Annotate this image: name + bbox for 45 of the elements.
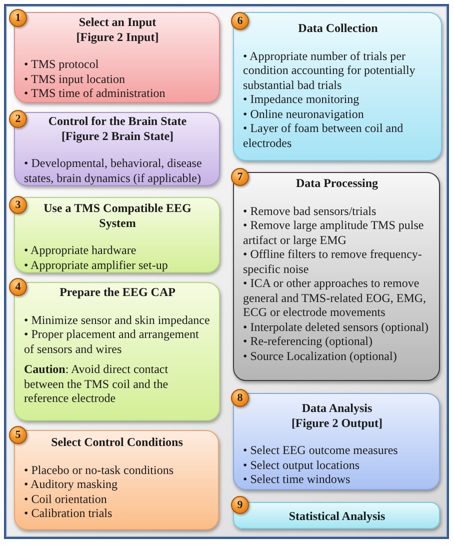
bullet-item: • Placebo or no-task conditions: [24, 462, 175, 477]
bullet-item: • Layer of foam between coil and electrodes: [243, 121, 404, 150]
bullet-item: • Online neuronavigation: [243, 106, 365, 121]
card-heading: Use a TMS Compatible EEG System: [42, 201, 192, 230]
bullet-item: • Developmental, behavioral, disease states, brain dynamics (if applicable): [24, 156, 203, 185]
step-card: [233, 502, 440, 529]
bullet-item: • Calibration trials: [24, 506, 114, 520]
card-heading: Select Control Conditions: [50, 435, 184, 450]
bullet-item: • Minimize sensor and skin impedance: [24, 312, 211, 327]
card-heading: Data Analysis [Figure 2 Output]: [290, 401, 384, 430]
step-card: [233, 393, 440, 490]
step-card: [233, 172, 440, 381]
bullet-item: • Remove large amplitude TMS pulse artifact or large EMG: [243, 218, 425, 247]
card-heading: Prepare the EEG CAP: [58, 285, 176, 300]
bullet-item: • Select output locations: [243, 458, 361, 472]
card-heading: Statistical Analysis: [288, 509, 386, 524]
caution-note: Caution: Avoid direct contact between the TMS coil and the reference electrode: [24, 362, 170, 406]
bullet-item: • Re-referencing (optional): [243, 334, 374, 348]
bullet-item: • Impedance monitoring: [243, 92, 360, 106]
step-card: [14, 430, 219, 530]
bullet-item: • Select time windows: [243, 472, 352, 486]
step-card: [233, 12, 442, 161]
bullet-item: • Offline filters to remove frequency-specific noise: [243, 247, 423, 276]
step-card: [14, 282, 220, 421]
card-heading: Control for the Brain State [Figure 2 Brain State]: [47, 114, 188, 143]
card-heading: Data Collection: [297, 21, 379, 36]
bullet-item: • Appropriate number of trials per condition accounting for potentially substantial bad trials: [243, 48, 416, 92]
bullet-item: • Select EEG outcome measures: [243, 443, 399, 458]
card-heading: Select an Input [Figure 2 Input]: [75, 15, 160, 44]
bullet-item: • TMS protocol: [24, 57, 100, 72]
bullet-item: • Proper placement and arrangement of sensors and wires: [24, 327, 200, 356]
bullet-item: • Remove bad sensors/trials: [243, 204, 378, 218]
bullet-item: • Appropriate amplifier set-up: [24, 258, 169, 272]
bullet-item: • TMS input location: [24, 72, 126, 86]
bullet-item: • Source Localization (optional): [243, 348, 398, 363]
bullet-item: • Interpolate deleted sensors (optional): [243, 320, 430, 334]
bullet-item: • Appropriate hardware: [24, 243, 138, 258]
step-card: [14, 12, 220, 103]
step-card: [14, 112, 220, 186]
step-card: [14, 197, 220, 273]
bullet-item: • TMS time of administration: [24, 86, 166, 100]
bullet-item: • Auditory masking: [24, 477, 119, 492]
bullet-item: • ICA or other approaches to remove general and TMS-related EOG, EMG, ECG or electrode movements: [243, 276, 428, 320]
bullet-item: • Coil orientation: [24, 492, 108, 506]
card-heading: Data Processing: [294, 176, 380, 190]
